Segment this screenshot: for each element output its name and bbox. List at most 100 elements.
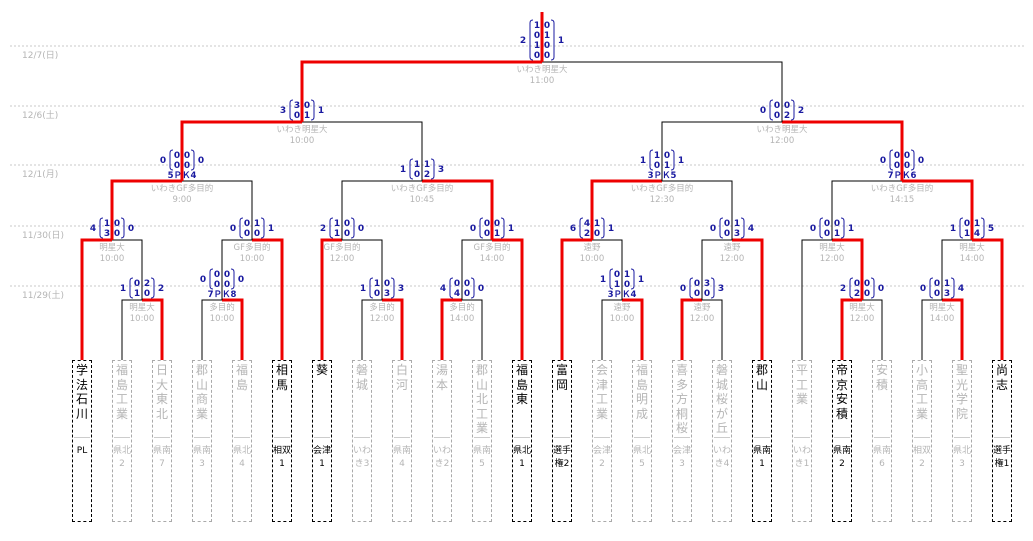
team-box: 相馬相双1 (272, 360, 292, 522)
bracket-line (121, 299, 142, 360)
score-half-left: 4 (584, 219, 590, 229)
match-venue: 明星大 (959, 242, 985, 253)
score-total-right: 1 (638, 275, 644, 285)
match-time: 12:00 (850, 314, 875, 324)
team-name: 学法石川 (75, 363, 88, 421)
bracket-line (342, 239, 383, 300)
score-bracket-right (230, 268, 235, 290)
score-bracket-left (689, 277, 694, 299)
score-half-left: 2 (854, 289, 860, 299)
team-box: 磐城いわき3 (352, 360, 372, 522)
match-venue: 遠野 (723, 242, 741, 253)
match-time: 12:00 (330, 254, 355, 264)
score-half-right: 1 (664, 161, 670, 171)
score-half-left: 0 (374, 289, 380, 299)
score-bracket-right (120, 217, 125, 239)
score-bracket-right (500, 217, 505, 239)
team-divider (714, 437, 730, 438)
match-time: 14:00 (930, 314, 955, 324)
bracket-line (221, 239, 252, 300)
score-half-right: 3 (734, 229, 740, 239)
date-label-round2: 11/30(日) (22, 231, 64, 241)
date-label-semifinal: 12/6(土) (22, 111, 59, 121)
score-total-left: 0 (230, 224, 236, 234)
score-half-right: 1 (734, 219, 740, 229)
score-half-left: 2 (584, 229, 590, 239)
team-region: 県南4 (393, 446, 412, 469)
bracket-line (440, 298, 462, 360)
score-half-left: 0 (244, 219, 250, 229)
score-half-right: 1 (624, 270, 630, 280)
score-bracket-left (959, 217, 964, 239)
score-half-right: 0 (544, 51, 550, 61)
bracket-line (182, 180, 253, 240)
score-half-right: 0 (304, 101, 310, 111)
match-time: 11:00 (530, 76, 555, 86)
match-time: 10:00 (210, 314, 235, 324)
score-total-left: 2 (520, 36, 526, 46)
bracket-line (701, 239, 732, 300)
team-divider (74, 437, 90, 438)
score-bracket-right (350, 217, 355, 239)
match-time: 12:00 (370, 314, 395, 324)
match-time: 12:00 (720, 254, 745, 264)
team-box: 安積県南6 (872, 360, 892, 522)
score-bracket-right (150, 277, 155, 299)
score-half-left: 0 (214, 270, 220, 280)
score-bracket-right (630, 268, 635, 290)
score-half-left: 4 (454, 289, 460, 299)
score-half-right: 0 (254, 229, 260, 239)
score-bracket-left (329, 217, 334, 239)
score-bracket-right (910, 149, 915, 171)
score-bracket-right (840, 217, 845, 239)
team-name: 小高工業 (915, 363, 928, 421)
team-divider (834, 437, 850, 438)
team-name: 郡山 (755, 363, 768, 392)
score-bracket-right (190, 149, 195, 171)
score-half-left: 1 (334, 219, 340, 229)
team-box: 郡山県南1 (752, 360, 772, 522)
bracket-line (601, 299, 622, 360)
bracket-line (302, 121, 423, 181)
score-half-left: 0 (134, 279, 140, 289)
score-half-right: 0 (594, 229, 600, 239)
score-half-left: 0 (774, 101, 780, 111)
bracket-line (252, 238, 284, 360)
score-total-right: 1 (678, 156, 684, 166)
score-half-right: 0 (864, 279, 870, 289)
score-total-left: 0 (810, 224, 816, 234)
score-total-right: 0 (128, 224, 134, 234)
score-bracket-right (390, 277, 395, 299)
match-time: 9:00 (172, 195, 191, 205)
match-venue: いわきGF多目的 (391, 183, 453, 194)
team-name: 富岡 (555, 363, 568, 392)
score-bracket-left (169, 149, 174, 171)
score-total-left: 1 (950, 224, 956, 234)
score-half-left: 0 (894, 161, 900, 171)
match-venue: いわき明星大 (276, 124, 328, 135)
match-venue: 遠野 (693, 302, 711, 313)
score-half-left: 0 (174, 161, 180, 171)
score-bracket-left (819, 217, 824, 239)
team-region: 県南3 (193, 446, 212, 469)
team-divider (594, 437, 610, 438)
score-bracket-right (980, 217, 985, 239)
score-half-right: 0 (834, 219, 840, 229)
score-total-right: 0 (238, 275, 244, 285)
score-total-left: 6 (570, 224, 576, 234)
team-box: 福島工業県北2 (112, 360, 132, 522)
match-time: 10:00 (240, 254, 265, 264)
score-half-right: 0 (784, 101, 790, 111)
score-total-right: 1 (318, 106, 324, 116)
team-region: いわき1 (793, 446, 812, 469)
bracket-line (801, 239, 832, 360)
score-total-left: 0 (710, 224, 716, 234)
score-half-left: 0 (484, 229, 490, 239)
score-half-right: 0 (464, 289, 470, 299)
score-total-left: 0 (760, 106, 766, 116)
match-venue: いわき明星大 (756, 124, 808, 135)
team-region: 会津2 (593, 446, 612, 469)
score-bracket-left (769, 99, 774, 121)
score-total-left: 0 (160, 156, 166, 166)
